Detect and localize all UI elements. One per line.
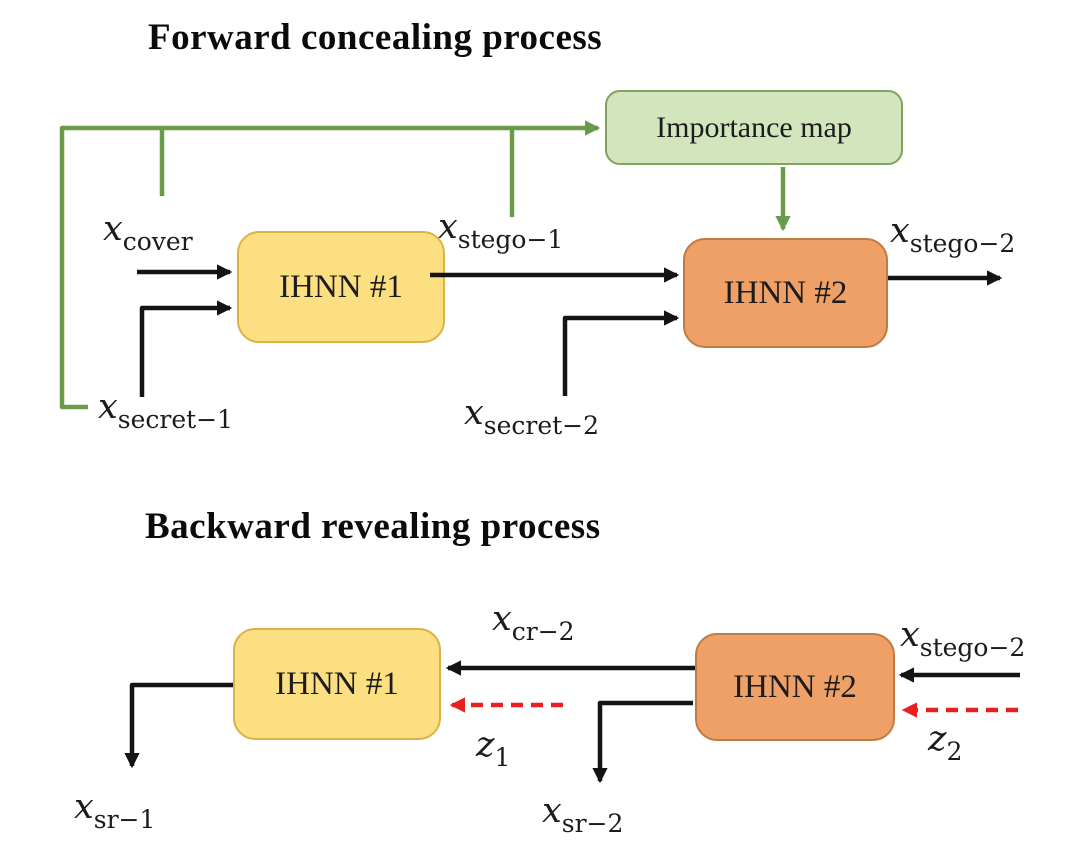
xsecret2-to-ihnn2-arrow [562,310,680,396]
ihnn2-forward-box: IHNN #2 [683,238,888,348]
label-x-secret1: xsecret−1 [98,387,234,434]
ihnn2-to-xsr2-output-arrow [592,700,693,784]
backward-process-title: Backward revealing process [145,506,601,547]
ihnn2-backward-label: IHNN #2 [733,668,857,705]
forward-process-title: Forward concealing process [148,17,603,58]
label-x-sr2: xsr−2 [542,791,624,838]
importance-map-label: Importance map [656,110,852,144]
xsecret1-to-ihnn1-arrow [139,300,233,397]
label-z1: z1 [476,725,511,772]
label-x-cr2: xcr−2 [492,599,575,646]
green-taps-to-importance-map-arrow [59,120,601,410]
ihnn1-backward-label: IHNN #1 [275,665,399,702]
label-z2: z2 [928,719,963,766]
label-x-stego1: xstego−1 [438,207,564,254]
label-x-cover: xcover [103,209,193,256]
ihnn1-forward-box: IHNN #1 [237,231,445,343]
label-x-secret2: xsecret−2 [464,393,600,440]
importance-map-box: Importance map [605,90,903,165]
ihnn2-forward-label: IHNN #2 [723,274,848,311]
ihnn2-backward-box: IHNN #2 [695,633,895,741]
ihnn1-forward-label: IHNN #1 [279,268,403,305]
label-x-stego2-backward: xstego−2 [900,615,1026,662]
ihnn1-to-xsr1-output-arrow [124,682,233,769]
label-x-stego2-forward: xstego−2 [890,211,1016,258]
label-x-sr1: xsr−1 [74,787,156,834]
ihnn1-backward-box: IHNN #1 [233,628,441,740]
